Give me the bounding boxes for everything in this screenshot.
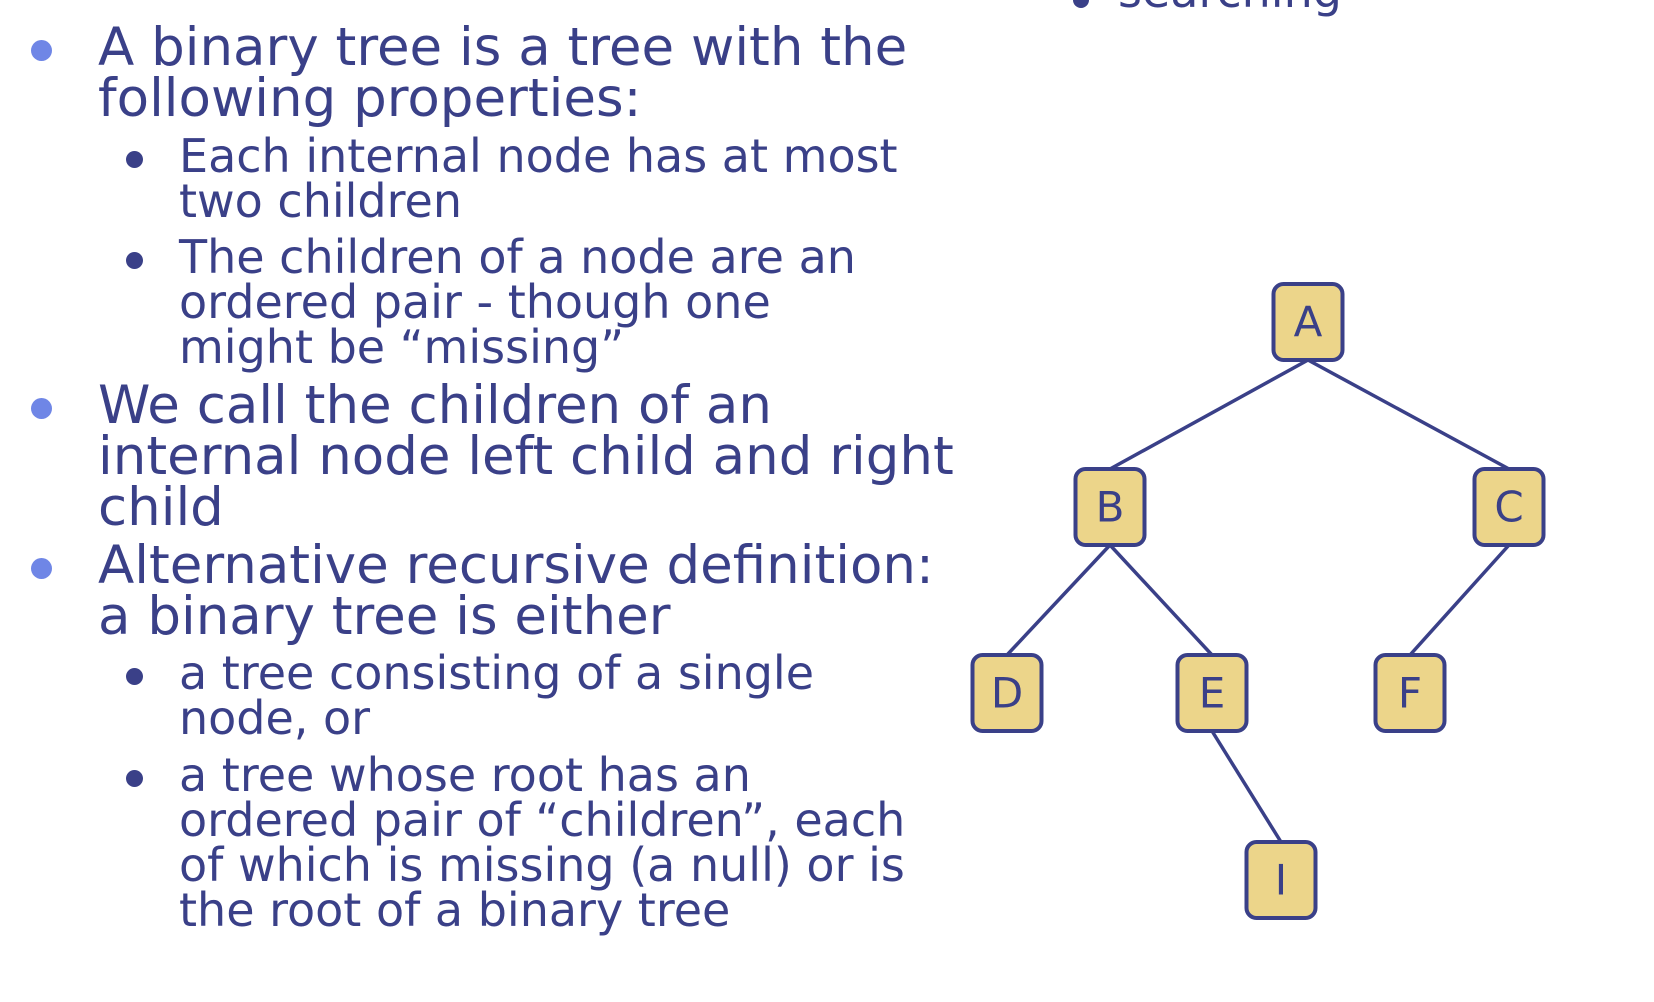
top-clipped-text: searching <box>1118 0 1342 16</box>
bullet-2: We call the children of an internal node… <box>98 375 954 538</box>
tree-node-E: E <box>1175 653 1249 733</box>
bullet-3-sub-2-line-3: of which is missing (a null) or is <box>179 838 905 892</box>
bullet-3-sub-2-line-2: ordered pair of “children”, each <box>179 793 906 847</box>
bullet-dot <box>31 40 52 61</box>
bullet-3-sub-1-line-2: node, or <box>179 691 371 745</box>
tree-edge-B-E <box>1108 543 1214 657</box>
bullet-1-line-1: A binary tree is a tree with the <box>98 17 908 78</box>
bullet-1-line-2: following properties: <box>98 68 642 129</box>
tree-node-label: D <box>991 669 1023 718</box>
tree-node-box <box>1271 282 1345 362</box>
tree-node-I: I <box>1244 840 1318 920</box>
bullet-3-sub-1: a tree consisting of a single node, or <box>179 646 815 745</box>
bullet-1-sub-2: The children of a node are an ordered pa… <box>179 230 856 374</box>
tree-node-box <box>970 653 1044 733</box>
bullet-3: Alternative recursive definition: a bina… <box>98 535 934 647</box>
tree-node-F: F <box>1373 653 1447 733</box>
bullet-3-sub-2-line-4: the root of a binary tree <box>179 883 731 937</box>
bullet-3-sub-1-line-1: a tree consisting of a single <box>179 646 815 700</box>
tree-node-box <box>1073 467 1147 547</box>
bullet-2-line-3: child <box>98 477 224 538</box>
sub-bullet-dot <box>126 770 143 787</box>
sub-bullet-dot <box>126 668 143 685</box>
tree-node-box <box>1175 653 1249 733</box>
bullet-dot <box>31 398 52 419</box>
tree-edge-C-F <box>1408 543 1511 657</box>
tree-node-label: C <box>1494 483 1523 532</box>
tree-node-box <box>1373 653 1447 733</box>
bullet-1-sub-2-line-1: The children of a node are an <box>179 230 856 284</box>
tree-edge-B-D <box>1005 543 1112 657</box>
sub-bullet-dot <box>126 252 143 269</box>
bullet-2-line-2: internal node left child and right <box>98 426 954 487</box>
bullet-dot <box>31 558 52 579</box>
tree-edge-E-I <box>1210 730 1283 843</box>
bullet-1-sub-1: Each internal node has at most two child… <box>179 129 898 228</box>
bullet-3-line-1: Alternative recursive definition: <box>98 535 934 596</box>
sub-bullet-dot <box>126 151 143 168</box>
tree-edge-A-B <box>1109 358 1309 471</box>
tree-node-box <box>1244 840 1318 920</box>
bullet-1-sub-2-line-2: ordered pair - though one <box>179 275 771 329</box>
tree-edge-A-C <box>1307 358 1510 471</box>
tree-node-label: F <box>1398 669 1422 718</box>
bullet-3-sub-2-line-1: a tree whose root has an <box>179 748 751 802</box>
bullet-1-sub-1-line-2: two children <box>179 174 462 228</box>
top-bullet-dot <box>1073 0 1089 8</box>
tree-node-A: A <box>1271 282 1345 362</box>
bullet-1: A binary tree is a tree with the followi… <box>98 17 908 129</box>
bullet-1-sub-2-line-3: might be “missing” <box>179 320 625 374</box>
tree-node-B: B <box>1073 467 1147 547</box>
tree-node-label: E <box>1199 669 1226 718</box>
tree-node-box <box>1472 467 1546 547</box>
tree-node-label: I <box>1275 856 1287 905</box>
bullet-3-line-2: a binary tree is either <box>98 586 671 647</box>
tree-node-D: D <box>970 653 1044 733</box>
bullet-3-sub-2: a tree whose root has an ordered pair of… <box>179 748 906 937</box>
tree-node-C: C <box>1472 467 1546 547</box>
bullet-1-sub-1-line-1: Each internal node has at most <box>179 129 898 183</box>
tree-node-label: B <box>1096 483 1125 532</box>
bullet-2-line-1: We call the children of an <box>98 375 772 436</box>
tree-node-label: A <box>1294 298 1323 347</box>
